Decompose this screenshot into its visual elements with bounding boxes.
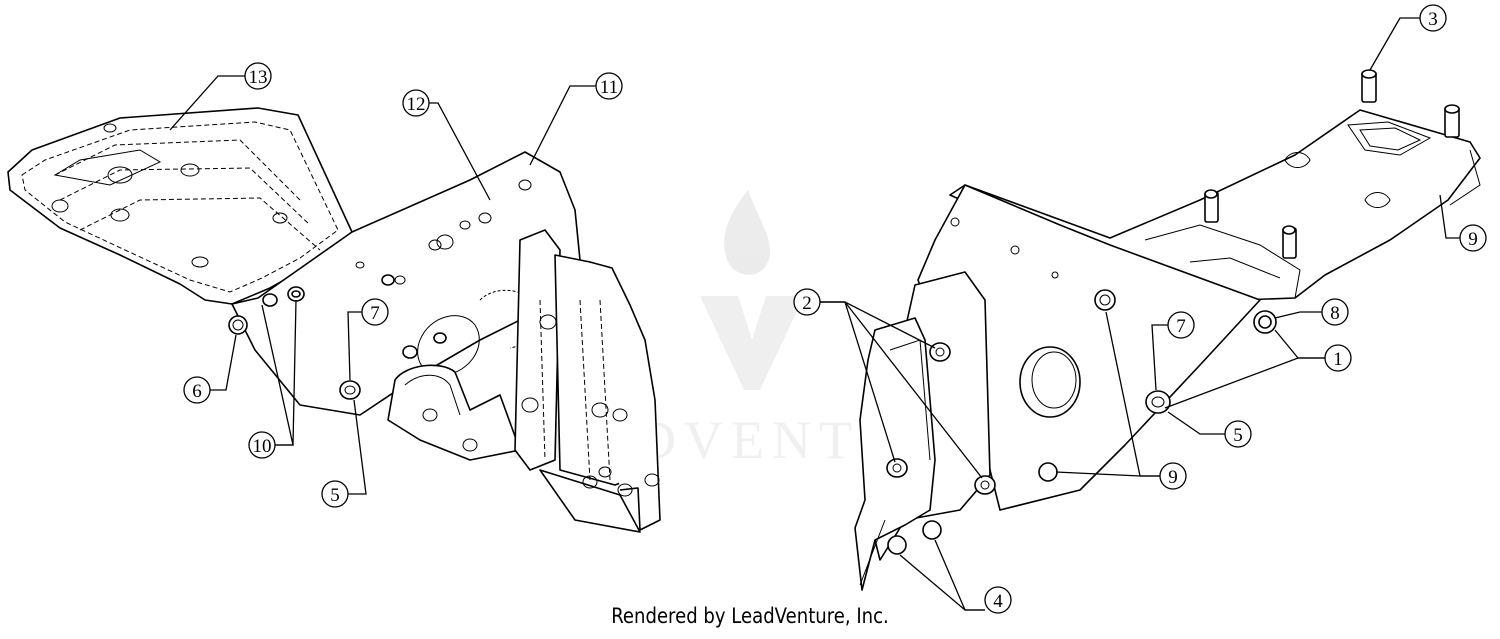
nut-4-a [887,535,907,555]
callout-5-left: 5 [321,480,349,508]
bracket-left [387,364,521,461]
svg-text:4: 4 [993,591,1003,612]
bolt-10-a [262,293,278,307]
right-deck-assembly [854,69,1481,591]
svg-text:3: 3 [1428,9,1438,30]
callout-13: 13 [244,62,272,90]
blade-plate-3 [589,261,661,531]
stud-3-group [1204,69,1460,259]
bolt-9-bottom [1038,462,1058,482]
svg-text:7: 7 [1176,316,1186,337]
callout-9-right-bottom: 9 [1159,462,1187,490]
blade-plate-right-2 [854,317,936,591]
svg-text:1: 1 [1333,349,1343,370]
svg-text:2: 2 [802,293,812,314]
nut-7-right [1145,390,1171,414]
blade-plate-1 [514,229,561,471]
callouts: 13 12 11 7 6 10 5 3 9 2 8 7 1 5 9 4 [183,4,1487,614]
svg-text:6: 6 [192,381,202,402]
callout-12: 12 [402,89,430,117]
exploded-view-drawing: LEADVENTURE [7,4,1487,614]
svg-text:10: 10 [253,436,272,457]
bolt-9-top [1094,289,1116,311]
svg-text:5: 5 [330,485,340,506]
callout-11: 11 [595,72,623,100]
callout-5-right: 5 [1224,420,1252,448]
nut-2-c [974,475,996,495]
svg-text:11: 11 [600,77,618,98]
hub-boss [1019,346,1081,418]
callout-6: 6 [183,376,211,404]
svg-text:5: 5 [1233,425,1243,446]
callout-8: 8 [1321,298,1349,326]
svg-text:9: 9 [1468,229,1478,250]
callout-3: 3 [1419,4,1447,32]
svg-text:12: 12 [407,94,426,115]
callout-2: 2 [793,288,821,316]
footer-credit: Rendered by LeadVenture, Inc. [611,604,889,628]
svg-text:8: 8 [1330,303,1340,324]
callout-1: 1 [1324,344,1352,372]
deck-plate-left [7,107,353,305]
callout-4: 4 [984,586,1012,614]
left-deck-assembly [7,107,661,533]
callout-9-right-top: 9 [1459,224,1487,252]
svg-text:9: 9 [1168,467,1178,488]
svg-text:13: 13 [249,67,268,88]
nut-7-left [339,380,361,400]
svg-text:7: 7 [370,303,380,324]
bolt-6 [228,315,248,335]
nut-2-b [886,458,908,478]
callout-7-left: 7 [361,298,389,326]
nut-4-b [922,520,942,540]
callout-7-right: 7 [1167,311,1195,339]
callout-10: 10 [248,431,276,459]
nut-2-a [929,342,951,362]
